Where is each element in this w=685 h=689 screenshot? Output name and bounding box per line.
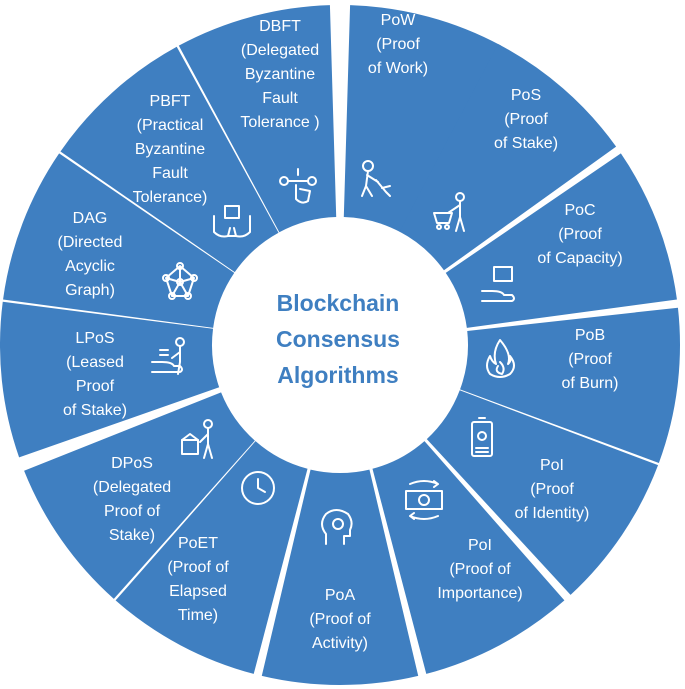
hand-storage-icon (481, 266, 515, 302)
segment-label-line: (Proof (504, 111, 548, 128)
segment-label-line: PoA (324, 587, 356, 604)
segment-label-line: (Proof of (309, 611, 371, 628)
segment-label-line: of Burn) (561, 375, 619, 392)
segment-label: PoB (Proof of Burn) (505, 324, 675, 396)
fire-icon (486, 339, 515, 378)
clock-icon (241, 471, 275, 505)
segment-label-line: DAG (72, 210, 108, 227)
segment-label: PoS (Proof of Stake) (441, 84, 611, 156)
wheel-segment (372, 441, 565, 674)
tap-nodes-icon (279, 168, 317, 204)
segment-label-line: (Delegated (92, 479, 172, 496)
wheel-segment (399, 43, 617, 271)
wheel-segment (426, 390, 659, 595)
segment-label-line: of Stake) (62, 402, 128, 419)
person-box-icon (181, 419, 213, 459)
segment-label: PoA (Proof of Activity) (255, 584, 425, 656)
segment-label-line: PoB (574, 327, 606, 344)
segment-label-line: PoS (510, 87, 542, 104)
segment-label-line: (Proof (558, 226, 602, 243)
segment-label-line: PBFT (149, 93, 191, 110)
segment-label-line: of Work) (367, 60, 429, 77)
segment-label-line: PoC (564, 202, 596, 219)
hand-person-icon (151, 337, 185, 375)
segment-label-line: Fault (152, 165, 188, 182)
segment-label-line: Acyclic (65, 258, 115, 275)
segment-label-line: Fault (262, 90, 298, 107)
segment-label-line: (Proof (568, 351, 612, 368)
segment-label-line: Tolerance) (132, 189, 208, 206)
segment-label-line: (Proof (376, 36, 420, 53)
miner-icon (361, 160, 391, 197)
segment-label-line: Proof of (103, 503, 161, 520)
segment-label-line: Tolerance ) (240, 114, 320, 131)
center-title-line: Consensus (276, 326, 400, 352)
segment-label-line: Activity) (312, 635, 368, 652)
segment-label-line: PoW (380, 12, 416, 29)
wheel-segment (261, 469, 419, 685)
wheel-segment (3, 153, 235, 328)
handshake-icon (213, 205, 251, 238)
segment-label-line: of Identity) (514, 505, 590, 522)
mine-cart-worker-icon (433, 192, 465, 232)
segment-label-line: of Stake) (493, 135, 559, 152)
wheel-segment (460, 307, 680, 463)
segment-label-line: Graph) (65, 282, 115, 299)
segment-label-line: LPoS (75, 330, 115, 347)
segment-label-line: Byzantine (244, 66, 316, 83)
segment-label-line: Stake) (108, 527, 156, 544)
segment-label-line: Byzantine (134, 141, 206, 158)
segment-label-line: (Delegated (240, 42, 320, 59)
segment-label-line: Importance) (437, 585, 523, 602)
id-badge-icon (471, 417, 493, 457)
segment-label: PoW (Proof of Work) (313, 9, 483, 81)
segment-label-line: DBFT (259, 18, 301, 35)
center-title-line: Blockchain (276, 290, 400, 316)
segment-label-line: PoI (467, 537, 492, 554)
brain-gear-icon (321, 509, 353, 545)
segment-label: PoI (Proof of Identity) (467, 454, 637, 526)
wheel-segment (445, 153, 677, 328)
wheel-segment (343, 5, 502, 233)
segment-label-line: DPoS (111, 455, 153, 472)
segment-label-line: Time) (177, 607, 219, 624)
wheel-segment (115, 441, 308, 674)
segment-label-line: (Leased (66, 354, 124, 371)
segment-label-line: (Proof (530, 481, 574, 498)
wheel-segment (178, 5, 337, 233)
segment-label-line: (Proof of (449, 561, 511, 578)
network-graph-icon (162, 262, 198, 300)
segment-label: PoC (Proof of Capacity) (495, 199, 665, 271)
money-cycle-icon (405, 480, 443, 520)
segment-label-line: Elapsed (169, 583, 227, 600)
segment-label-line: PoET (177, 535, 218, 552)
center-title-line: Algorithms (277, 362, 399, 388)
center-title: Blockchain Consensus Algorithms (232, 285, 444, 393)
wheel-segment (0, 301, 220, 458)
segment-label-line: (Directed (57, 234, 123, 251)
segment-label-line: (Proof of (167, 559, 229, 576)
segment-label-line: (Practical (136, 117, 204, 134)
segment-label-line: of Capacity) (537, 250, 623, 267)
segment-label-line: PoI (539, 457, 564, 474)
segment-label: PoI (Proof of Importance) (395, 534, 565, 606)
segment-label-line: Proof (75, 378, 115, 395)
